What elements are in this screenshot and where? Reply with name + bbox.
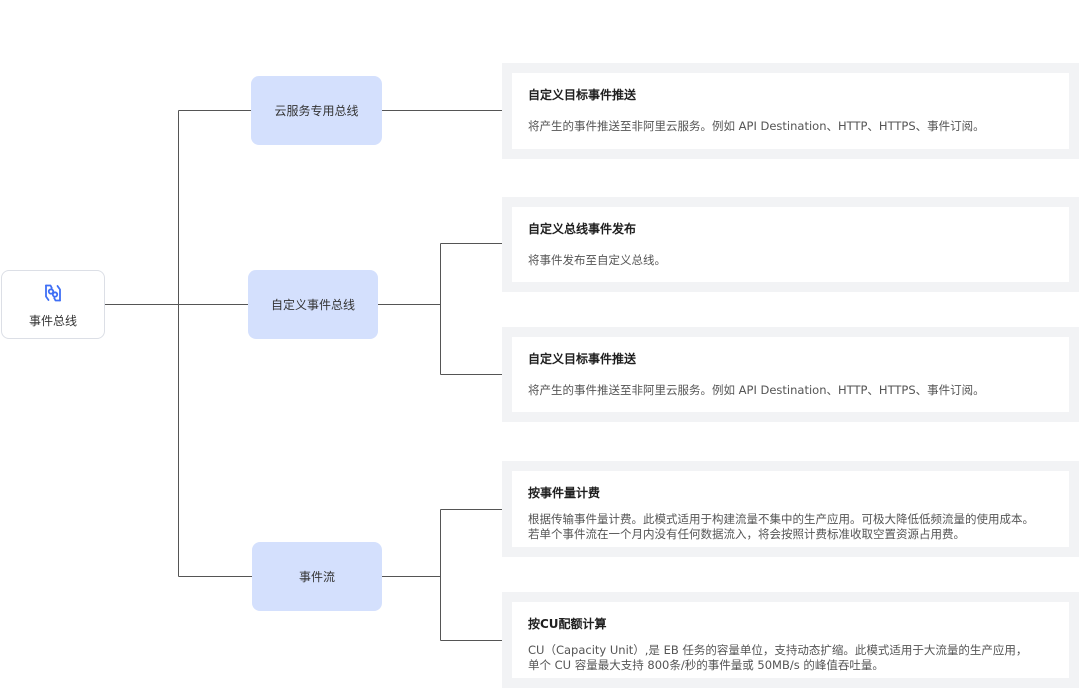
card-description: 将事件发布至自定义总线。 [528, 253, 1053, 268]
card-custom-target-push: 自定义目标事件推送 将产生的事件推送至非阿里云服务。例如 API Destina… [502, 63, 1079, 159]
category-cloud-service-bus[interactable]: 云服务专用总线 [251, 76, 382, 145]
category-custom-event-bus[interactable]: 自定义事件总线 [248, 270, 378, 339]
card-title: 自定义目标事件推送 [528, 352, 637, 366]
event-bus-icon [45, 284, 61, 301]
root-label: 事件总线 [28, 313, 77, 328]
card-description-line: 将事件发布至自定义总线。 [528, 253, 666, 267]
card-description-line: 若单个事件流在一个月内没有任何数据流入，将会按照计费标准收取空置资源占用费。 [528, 527, 965, 541]
card-title: 按CU配额计算 [528, 617, 607, 631]
card-title: 自定义总线事件发布 [528, 222, 637, 236]
card-description-line: 单个 CU 容量最大支持 800条/秒的事件量或 50MB/s 的峰值吞吐量。 [528, 658, 884, 672]
card-title: 按事件量计费 [528, 486, 601, 500]
card-description-line: CU（Capacity Unit）,是 EB 任务的容量单位，支持动态扩缩。此模… [528, 643, 1028, 657]
card-title: 自定义目标事件推送 [528, 88, 637, 102]
card-description: 将产生的事件推送至非阿里云服务。例如 API Destination、HTTP、… [528, 383, 1053, 398]
card-description-line: 将产生的事件推送至非阿里云服务。例如 API Destination、HTTP、… [528, 383, 985, 397]
card-description: 根据传输事件量计费。此模式适用于构建流量不集中的生产应用。可极大降低低频流量的使… [528, 512, 1053, 542]
card-custom-bus-publish: 自定义总线事件发布 将事件发布至自定义总线。 [502, 197, 1079, 292]
category-event-stream[interactable]: 事件流 [252, 542, 382, 611]
card-billing-by-event-volume: 按事件量计费 根据传输事件量计费。此模式适用于构建流量不集中的生产应用。可极大降… [502, 461, 1079, 557]
card-description-line: 根据传输事件量计费。此模式适用于构建流量不集中的生产应用。可极大降低低频流量的使… [528, 512, 1034, 526]
card-description-line: 将产生的事件推送至非阿里云服务。例如 API Destination、HTTP、… [528, 119, 985, 133]
card-billing-by-cu-quota: 按CU配额计算 CU（Capacity Unit）,是 EB 任务的容量单位，支… [502, 592, 1079, 688]
card-description: 将产生的事件推送至非阿里云服务。例如 API Destination、HTTP、… [528, 119, 1053, 134]
card-description: CU（Capacity Unit）,是 EB 任务的容量单位，支持动态扩缩。此模… [528, 643, 1053, 673]
root-node-event-bus[interactable]: 事件总线 [1, 270, 105, 339]
card-custom-target-push-2: 自定义目标事件推送 将产生的事件推送至非阿里云服务。例如 API Destina… [502, 327, 1079, 422]
